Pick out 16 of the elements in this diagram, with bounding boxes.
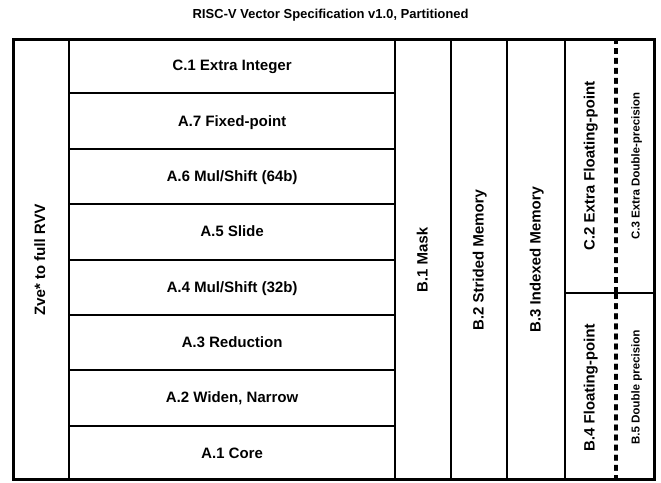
module-cell: A.3 Reduction bbox=[69, 314, 395, 370]
module-cell: B.3 Indexed Memory bbox=[507, 38, 565, 481]
module-cell: B.1 Mask bbox=[395, 38, 451, 481]
module-cell: B.5 Double precision bbox=[616, 293, 656, 481]
module-cell: A.1 Core bbox=[69, 426, 395, 481]
module-cell: C.2 Extra Floating-point bbox=[565, 38, 616, 293]
module-cell: A.5 Slide bbox=[69, 204, 395, 260]
module-cell: B.4 Floating-point bbox=[565, 293, 616, 481]
module-cell: A.6 Mul/Shift (64b) bbox=[69, 148, 395, 204]
module-cell: B.2 Strided Memory bbox=[451, 38, 507, 481]
module-cell: A.2 Widen, Narrow bbox=[69, 370, 395, 426]
module-cell: A.7 Fixed-point bbox=[69, 93, 395, 149]
diagram-title: RISC-V Vector Specification v1.0, Partitioned bbox=[192, 6, 470, 21]
module-cell: A.4 Mul/Shift (32b) bbox=[69, 260, 395, 315]
module-cell: C.1 Extra Integer bbox=[69, 38, 395, 94]
module-cell: C.3 Extra Double-precision bbox=[616, 38, 656, 293]
